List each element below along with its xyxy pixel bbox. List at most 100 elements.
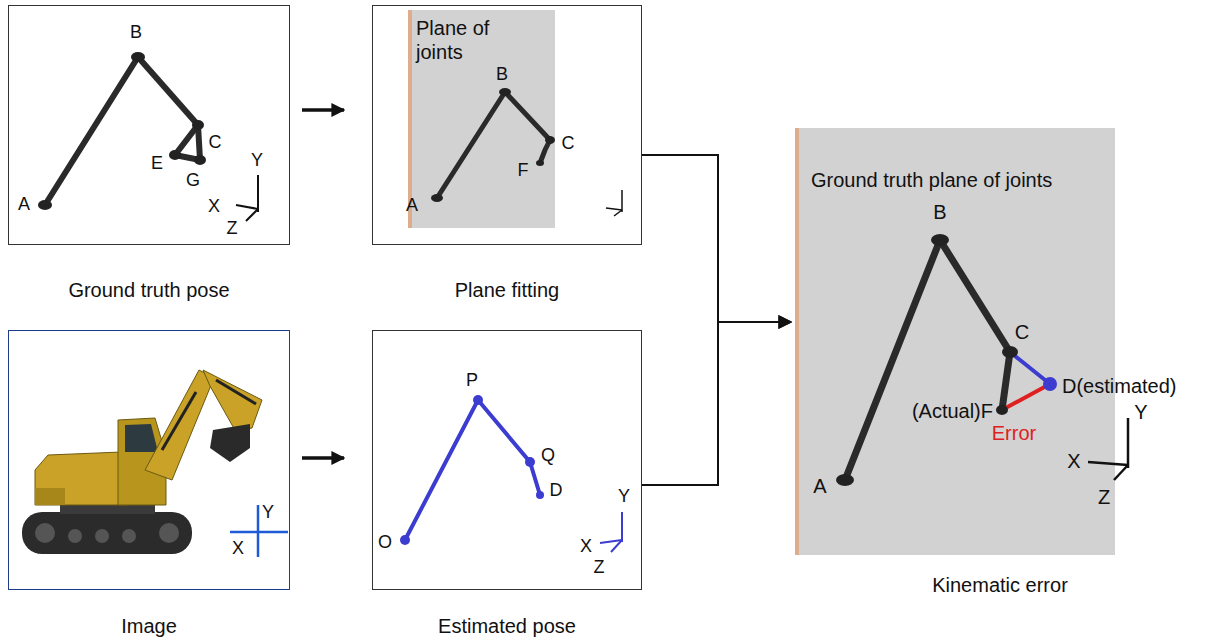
joint-label: Y — [262, 501, 274, 523]
joint-label: B — [933, 200, 946, 224]
drawing-line — [505, 92, 550, 140]
image-panel: Ground truth pose — [8, 5, 290, 245]
drawing-line — [162, 392, 196, 450]
estimated-link — [1010, 352, 1050, 384]
drawing-line — [621, 512, 623, 542]
drawing-ellipse — [169, 150, 181, 160]
drawing-circle — [400, 535, 410, 545]
drawing-line — [478, 400, 530, 462]
joint-label: Y — [251, 149, 263, 171]
drawing-ellipse — [431, 194, 443, 202]
plane-label: Plane of joints — [416, 16, 506, 64]
joint-label: Z — [1098, 485, 1110, 509]
drawing-line — [614, 210, 622, 216]
drawing-line — [175, 125, 198, 155]
joint-label: Z — [227, 217, 238, 239]
panel-caption: Plane fitting — [373, 278, 641, 302]
axis-gizmo — [236, 175, 258, 221]
drawing-circle — [95, 529, 109, 543]
axis-gizmo — [606, 190, 622, 216]
drawing-circle — [159, 523, 179, 543]
plane-label: Ground truth plane of joints — [811, 168, 1103, 192]
joint-label: D(estimated) — [1062, 374, 1176, 398]
drawing-line — [621, 190, 623, 212]
error-line — [1002, 384, 1050, 410]
joint-label: C — [1015, 320, 1029, 344]
panel-caption: Estimated pose — [373, 614, 641, 638]
fitted-skeleton — [437, 92, 550, 198]
drawing-circle — [122, 529, 136, 543]
joint-label: G — [186, 169, 200, 191]
joint-label: X — [232, 537, 244, 559]
flow-arrow — [642, 322, 791, 485]
joint-label: Error — [992, 421, 1036, 445]
drawing-line — [216, 380, 256, 404]
drawing-ellipse — [38, 200, 52, 210]
drawing-line — [236, 205, 258, 209]
drawing-path — [210, 424, 250, 462]
estimated-joint — [1043, 377, 1057, 391]
fitted-joints — [431, 88, 555, 202]
joint-label: X — [580, 535, 592, 557]
drawing-line — [530, 462, 540, 495]
drawing-line — [1114, 465, 1128, 480]
flow-arrow — [302, 456, 344, 460]
drawing-circle — [68, 529, 82, 543]
axis-gizmo — [1088, 418, 1128, 480]
drawing-ellipse — [499, 88, 511, 96]
kinematic-skeleton — [845, 240, 1010, 480]
drawing-line — [845, 240, 940, 480]
drawing-polygon — [35, 452, 128, 505]
image-panel: Estimated pose — [372, 330, 642, 590]
drawing-line — [198, 125, 200, 160]
panel-caption: Kinematic error — [932, 573, 1068, 597]
estimated-joints — [400, 395, 544, 545]
joint-label: C — [209, 131, 222, 153]
drawing-line — [606, 208, 622, 210]
drawing-ellipse — [194, 155, 206, 165]
joint-label: O — [378, 531, 392, 553]
joint-label: A — [18, 193, 30, 215]
joint-plane: Ground truth plane of joints — [795, 128, 1115, 555]
drawing-circle — [536, 491, 544, 499]
drawing-ellipse — [545, 136, 555, 144]
drawing-ellipse — [996, 405, 1008, 415]
drawing-line — [246, 209, 258, 221]
joint-label: (Actual)F — [912, 399, 993, 423]
drawing-ellipse — [1002, 346, 1018, 358]
joint-label: A — [813, 474, 826, 498]
drawing-ellipse — [192, 120, 204, 130]
joint-label: B — [130, 21, 142, 43]
drawing-line — [1088, 462, 1128, 465]
drawing-line — [405, 400, 478, 540]
axis-gizmo — [600, 512, 622, 552]
joint-label: P — [466, 369, 478, 391]
drawing-line — [45, 57, 138, 205]
flow-arrow — [302, 108, 344, 112]
ground-truth-skeleton — [45, 57, 200, 205]
joint-label: B — [496, 63, 508, 85]
kinematic-joints — [836, 234, 1018, 486]
drawing-line — [437, 92, 505, 198]
drawing-circle — [525, 457, 535, 467]
panel-caption: Ground truth pose — [9, 278, 289, 302]
drawing-line — [138, 57, 198, 125]
drawing-polygon — [125, 424, 158, 452]
drawing-line — [611, 540, 622, 552]
drawing-circle — [35, 523, 55, 543]
joint-label: D — [550, 479, 563, 501]
estimated-skeleton — [405, 400, 540, 540]
joint-label: Q — [541, 444, 555, 466]
joint-label: Y — [1134, 400, 1147, 424]
drawing-line — [257, 505, 260, 557]
joint-label: Z — [594, 556, 605, 578]
ground-truth-joints — [38, 52, 206, 210]
drawing-line — [1002, 352, 1010, 410]
drawing-rect — [35, 488, 65, 505]
drawing-ellipse — [836, 474, 854, 486]
joint-label: X — [1067, 449, 1080, 473]
joint-label: A — [406, 194, 418, 216]
